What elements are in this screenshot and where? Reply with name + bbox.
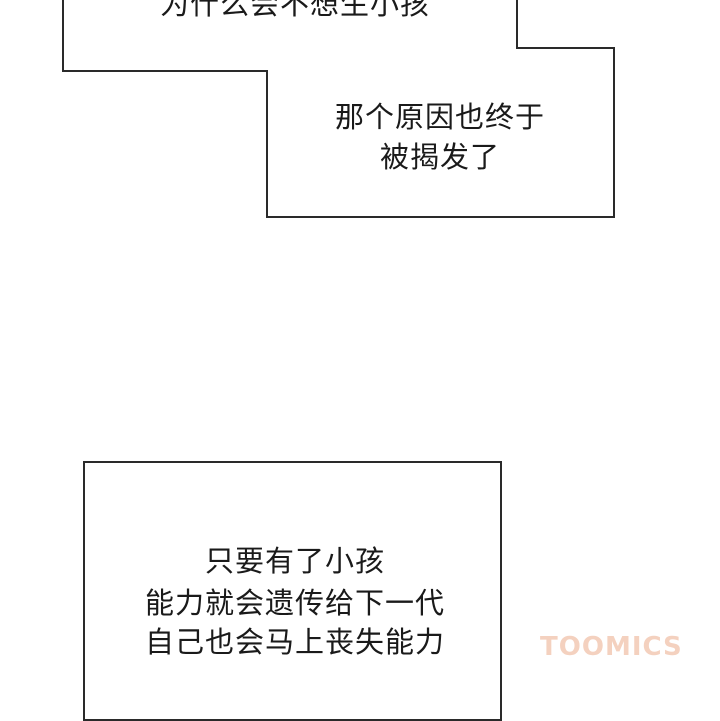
upper-caption-line-1: 为什么会不想生小孩 xyxy=(159,0,430,21)
comic-page: 为什么会不想生小孩 那个原因也终于 被揭发了 只要有了小孩 能力就会遗传给下一代… xyxy=(62,0,683,721)
lower-caption-line-3: 自己也会马上丧失能力 xyxy=(144,625,445,659)
toomics-watermark: TOOMICS xyxy=(540,632,683,662)
upper-caption-line-2: 那个原因也终于 xyxy=(334,100,545,134)
lower-caption-box xyxy=(83,461,502,721)
upper-caption-box xyxy=(62,0,615,218)
lower-caption-line-1: 只要有了小孩 xyxy=(204,544,385,578)
lower-caption-line-2: 能力就会遗传给下一代 xyxy=(144,586,445,620)
upper-caption-line-3: 被揭发了 xyxy=(379,140,500,174)
